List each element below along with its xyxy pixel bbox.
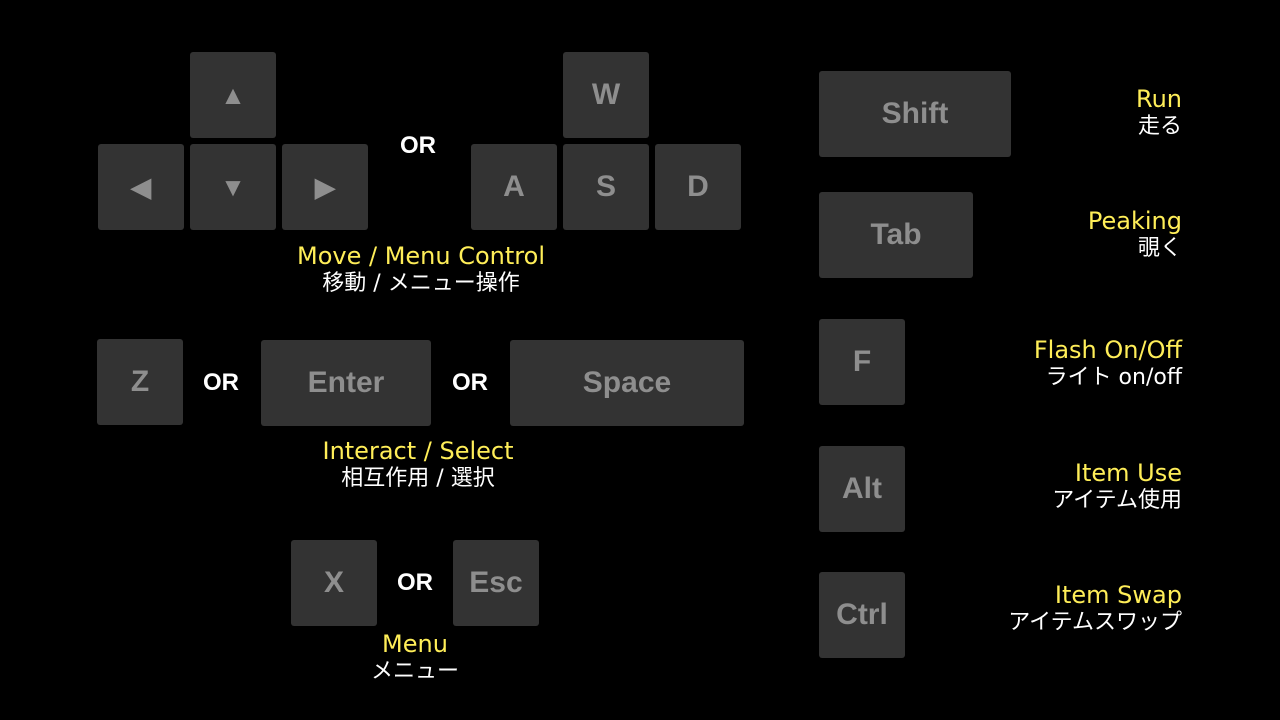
alt-caption: Item Use アイテム使用	[1052, 459, 1182, 515]
menu-label-en: Menu	[382, 630, 448, 658]
movement-label-en: Move / Menu Control	[297, 242, 545, 270]
key-tab: Tab	[819, 192, 973, 278]
key-f: F	[819, 319, 905, 405]
key-arrow-down: ▼	[190, 144, 276, 230]
key-arrow-right: ▶	[282, 144, 368, 230]
key-esc: Esc	[453, 540, 539, 626]
menu-label-jp: メニュー	[370, 659, 460, 684]
key-enter: Enter	[261, 340, 431, 426]
ctrl-caption: Item Swap アイテムスワップ	[1008, 581, 1182, 637]
shift-caption: Run 走る	[1136, 85, 1182, 141]
key-d: D	[655, 144, 741, 230]
interact-caption: Interact / Select 相互作用 / 選択	[322, 437, 513, 493]
ctrl-label-jp: アイテムスワップ	[1008, 610, 1182, 635]
f-caption: Flash On/Off ライト on/off	[1034, 336, 1182, 392]
movement-caption: Move / Menu Control 移動 / メニュー操作	[297, 242, 545, 298]
alt-label-jp: アイテム使用	[1052, 488, 1182, 513]
tab-caption: Peaking 覗く	[1088, 207, 1182, 263]
interact-label-jp: 相互作用 / 選択	[341, 466, 495, 491]
key-shift: Shift	[819, 71, 1011, 157]
tab-label-en: Peaking	[1087, 207, 1182, 235]
key-alt: Alt	[819, 446, 905, 532]
alt-label-en: Item Use	[1074, 459, 1182, 487]
or-interact-1: OR	[203, 369, 239, 396]
key-z: Z	[97, 339, 183, 425]
or-movement: OR	[400, 132, 436, 159]
key-space: Space	[510, 340, 744, 426]
key-ctrl: Ctrl	[819, 572, 905, 658]
key-x: X	[291, 540, 377, 626]
or-interact-2: OR	[452, 369, 488, 396]
movement-label-jp: 移動 / メニュー操作	[322, 271, 520, 296]
key-arrow-up: ▲	[190, 52, 276, 138]
ctrl-label-en: Item Swap	[1054, 581, 1182, 609]
shift-label-jp: 走る	[1137, 114, 1182, 139]
key-w: W	[563, 52, 649, 138]
f-label-jp: ライト on/off	[1045, 365, 1182, 390]
key-s: S	[563, 144, 649, 230]
or-menu: OR	[397, 569, 433, 596]
f-label-en: Flash On/Off	[1033, 336, 1182, 364]
interact-label-en: Interact / Select	[322, 437, 514, 465]
key-a: A	[471, 144, 557, 230]
menu-caption: Menu メニュー	[371, 630, 459, 686]
tab-label-jp: 覗く	[1137, 236, 1182, 261]
key-arrow-left: ◀	[98, 144, 184, 230]
shift-label-en: Run	[1135, 85, 1182, 113]
